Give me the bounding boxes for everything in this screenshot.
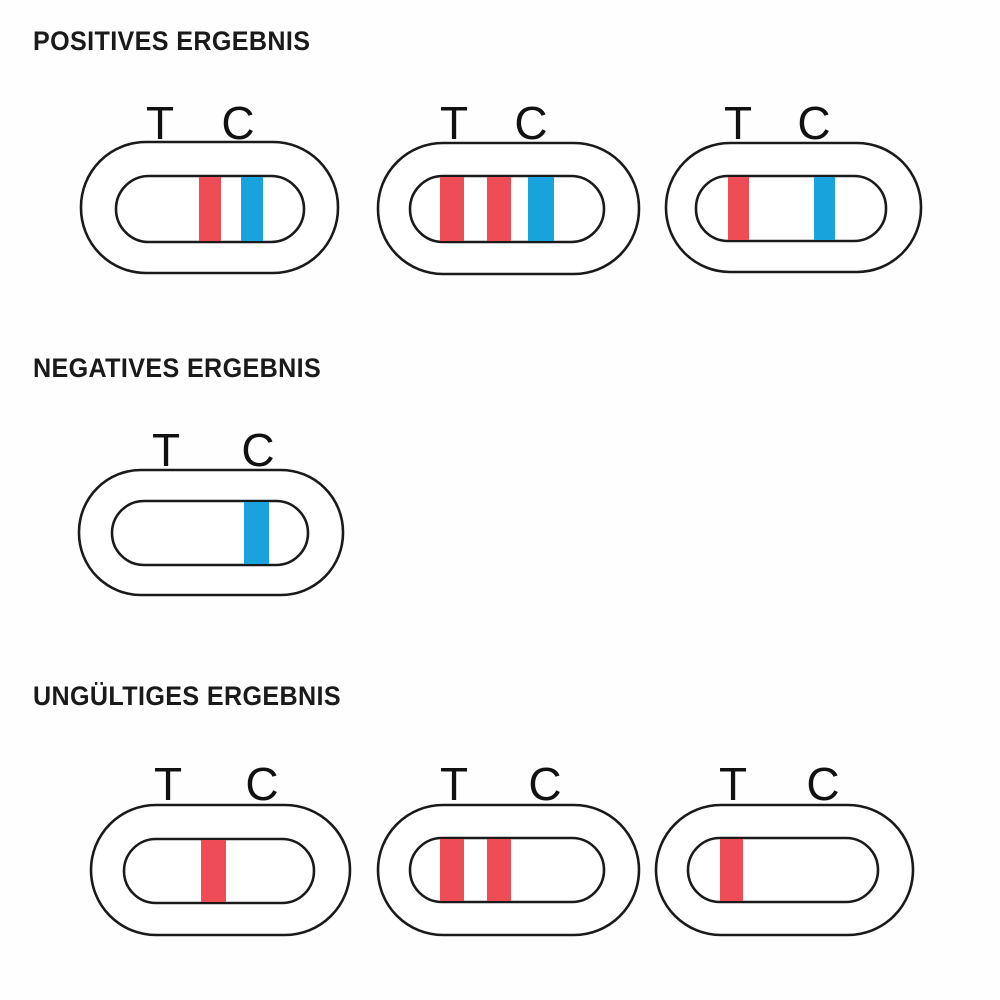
test-device-invalid-3: T C (648, 752, 928, 942)
label-t-negative-1: T (152, 424, 180, 476)
band-test-red-a-invalid-2 (440, 839, 464, 901)
test-device-negative-1: T C (70, 418, 355, 610)
section-title-positive: POSITIVES ERGEBNIS (33, 26, 311, 56)
label-t-invalid-1: T (154, 758, 182, 810)
label-c-positive-2: C (514, 97, 547, 149)
label-t-positive-1: T (146, 97, 174, 149)
band-test-red-b-positive-2 (487, 177, 511, 241)
test-device-invalid-2: T C (370, 752, 655, 944)
band-control-blue-negative-1 (244, 502, 269, 564)
cassette-window-negative-1 (110, 499, 310, 567)
band-test-red-invalid-3 (720, 839, 743, 901)
test-device-positive-1: T C (72, 92, 352, 282)
test-device-positive-3: T C (658, 93, 936, 283)
label-c-positive-1: C (221, 97, 254, 149)
label-t-positive-2: T (440, 97, 468, 149)
label-c-positive-3: C (797, 97, 830, 149)
test-device-invalid-1: T C (84, 752, 364, 942)
label-t-invalid-2: T (440, 758, 468, 810)
band-test-red-a-positive-2 (440, 177, 464, 241)
band-test-red-positive-1 (199, 177, 221, 241)
label-c-invalid-1: C (245, 758, 278, 810)
cassette-window-positive-3 (694, 174, 888, 243)
section-title-invalid: UNGÜLTIGES ERGEBNIS (33, 681, 341, 711)
label-t-positive-3: T (724, 97, 752, 149)
label-c-invalid-3: C (806, 758, 839, 810)
label-c-invalid-2: C (528, 758, 561, 810)
band-test-red-positive-3 (728, 177, 749, 240)
band-control-blue-positive-1 (241, 177, 263, 241)
band-test-red-invalid-1 (201, 840, 226, 902)
band-control-blue-positive-3 (814, 177, 835, 240)
section-title-negative: NEGATIVES ERGEBNIS (33, 353, 322, 383)
band-control-blue-positive-2 (528, 177, 554, 241)
label-c-negative-1: C (241, 424, 274, 476)
test-device-positive-2: T C (370, 92, 655, 284)
band-test-red-b-invalid-2 (487, 839, 511, 901)
cassette-window-invalid-3 (686, 836, 880, 904)
label-t-invalid-3: T (719, 758, 747, 810)
